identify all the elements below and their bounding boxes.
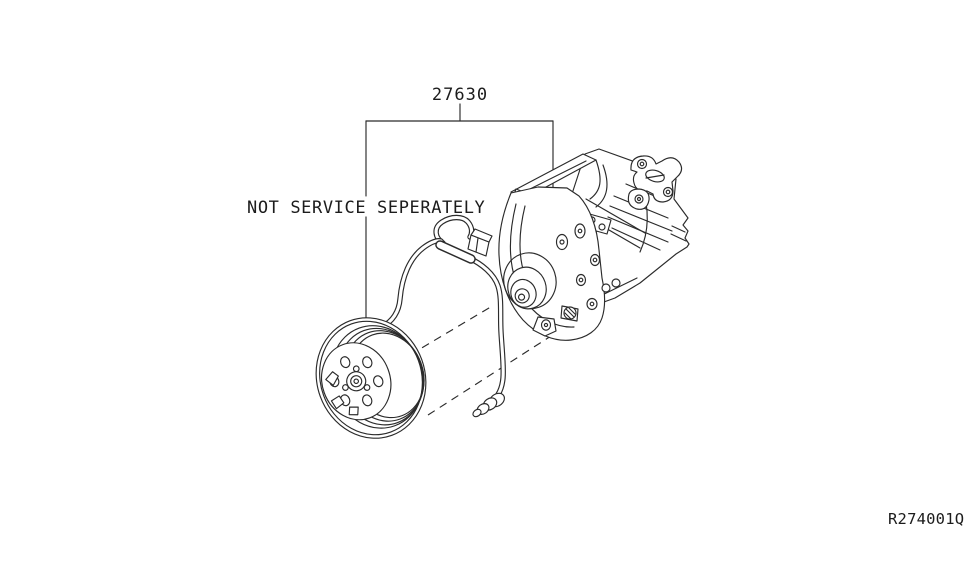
harness-loop xyxy=(433,214,475,246)
clutch-pulley xyxy=(315,317,427,439)
flange-bolt-hole-upper xyxy=(636,158,648,170)
mounting-feet xyxy=(532,305,579,337)
clutch-face-holes xyxy=(329,356,384,407)
wire-harness xyxy=(378,214,506,418)
callout-bracket xyxy=(365,103,554,332)
harness-sleeve xyxy=(435,240,476,264)
harness-arc xyxy=(378,238,444,330)
harness-plug xyxy=(472,392,505,418)
rivet-bosses xyxy=(555,223,621,311)
harness-lead-to-plug xyxy=(466,255,506,407)
harness-connector xyxy=(467,228,493,257)
compressor-body xyxy=(498,148,690,341)
service-note-label: NOT SERVICE SEPERATELY xyxy=(247,198,485,218)
shaft-nose xyxy=(503,252,557,310)
clutch-face-cutouts xyxy=(325,371,359,416)
pulley-hub xyxy=(346,371,367,392)
reference-code-label: R274001Q xyxy=(888,510,964,528)
part-number-label: 27630 xyxy=(432,85,488,105)
port-flange xyxy=(627,155,683,210)
connector-flap xyxy=(470,228,493,243)
flange-bolt-hole-lower xyxy=(662,186,674,198)
